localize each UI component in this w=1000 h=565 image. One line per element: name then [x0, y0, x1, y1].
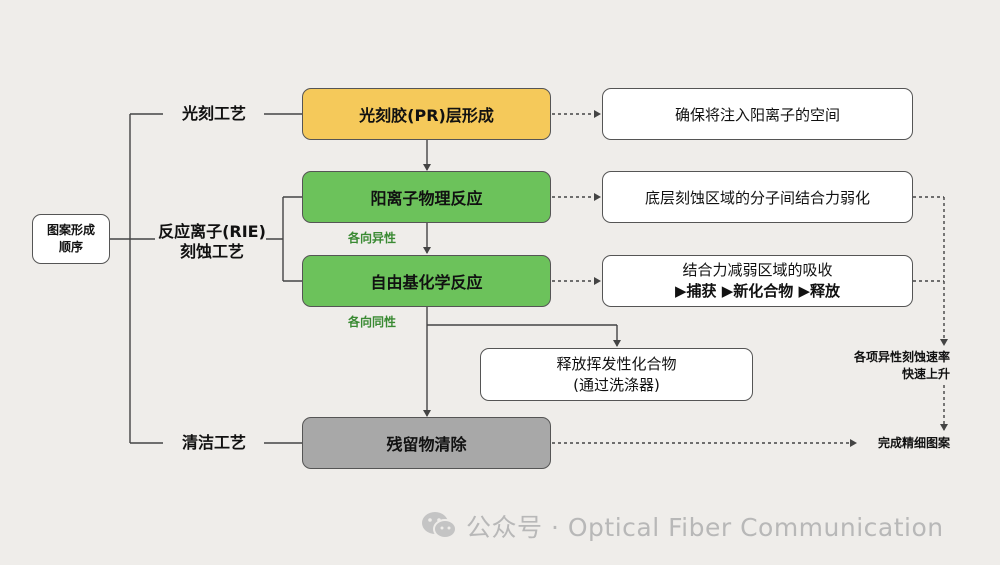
- process-radical-label: 自由基化学反应: [370, 273, 483, 292]
- process-radical-reaction: 自由基化学反应: [302, 255, 551, 307]
- stage-rie: 反应离子(RIE) 刻蚀工艺: [158, 222, 266, 262]
- process-pr-formation: 光刻胶(PR)层形成: [302, 88, 551, 140]
- tag-anisotropic: 各向异性: [348, 231, 397, 245]
- note-etch-rate-line-2: 快速上升: [901, 367, 950, 381]
- tag-isotropic: 各向同性: [348, 315, 397, 329]
- result-absorb-line-1: 结合力减弱区域的吸收: [682, 261, 833, 279]
- stage-cleaning: 清洁工艺: [181, 433, 246, 452]
- note-finish: 完成精细图案: [877, 436, 950, 450]
- watermark-text: 公众号 · Optical Fiber Communication: [466, 513, 944, 542]
- process-ion-label: 阳离子物理反应: [370, 189, 483, 208]
- watermark: 公众号 · Optical Fiber Communication: [420, 508, 944, 544]
- result-volatile-line-2: (通过洗涤器): [573, 375, 660, 394]
- note-etch-rate-line-1: 各项异性刻蚀速率: [853, 350, 950, 364]
- stage-lithography: 光刻工艺: [181, 104, 246, 123]
- stage-rie-line-2: 刻蚀工艺: [179, 242, 244, 261]
- result-weaken-label: 底层刻蚀区域的分子间结合力弱化: [644, 188, 870, 207]
- process-residue-label: 残留物清除: [386, 435, 467, 454]
- note-etch-rate: 各项异性刻蚀速率 快速上升: [820, 349, 950, 383]
- result-space: 确保将注入阳离子的空间: [602, 88, 913, 140]
- result-volatile-line-1: 释放挥发性化合物: [556, 354, 677, 373]
- process-ion-reaction: 阳离子物理反应: [302, 171, 551, 223]
- result-absorb-line-2: ▶捕获 ▶新化合物 ▶释放: [674, 282, 841, 300]
- pattern-sequence-box: 图案形成 顺序: [32, 214, 110, 264]
- process-pr-label: 光刻胶(PR)层形成: [359, 106, 494, 125]
- wechat-icon: [422, 512, 457, 539]
- process-residue-removal: 残留物清除: [302, 417, 551, 469]
- pattern-sequence-line-2: 顺序: [58, 240, 83, 254]
- result-volatile: 释放挥发性化合物 (通过洗涤器): [480, 348, 753, 401]
- result-absorb: 结合力减弱区域的吸收 ▶捕获 ▶新化合物 ▶释放: [602, 255, 913, 307]
- stage-rie-line-1: 反应离子(RIE): [158, 222, 266, 241]
- result-space-label: 确保将注入阳离子的空间: [674, 105, 840, 124]
- pattern-sequence-line-1: 图案形成: [46, 223, 95, 237]
- result-weaken: 底层刻蚀区域的分子间结合力弱化: [602, 171, 913, 223]
